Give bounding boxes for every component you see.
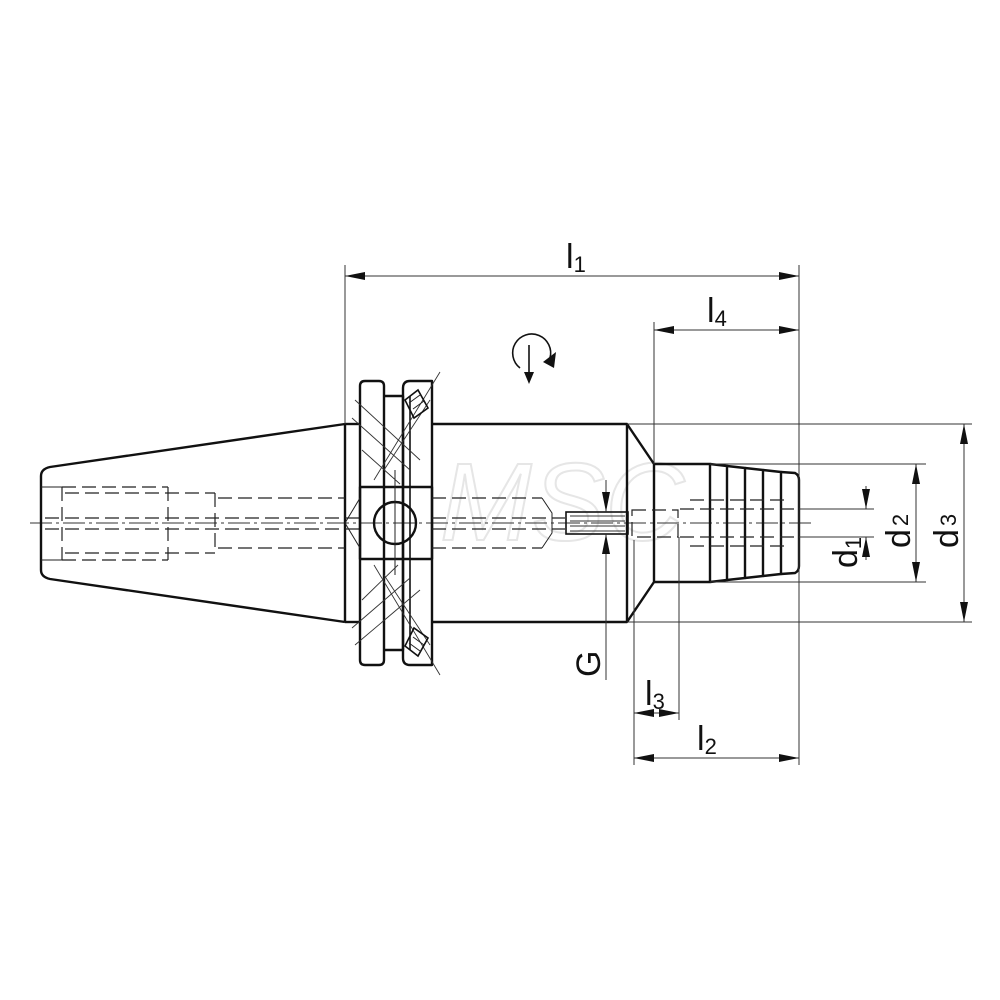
extension-lines [344,265,972,765]
label-l3: l3 [645,675,665,714]
label-d2: d2 [880,514,918,548]
label-l2: l2 [697,720,717,759]
label-d1: d1 [827,537,866,568]
set-screw-top [403,388,430,420]
label-l4: l4 [707,292,727,331]
flange [344,371,441,676]
label-d3: d3 [928,514,966,548]
taper-shank [39,422,360,624]
dimension-lines [345,272,968,762]
shrink-nose [654,462,801,584]
label-l1: l1 [566,238,586,277]
set-screw-bottom [403,626,430,658]
holder-body [432,422,679,624]
watermark: MSC [440,441,686,564]
rotation-direction-icon [511,333,556,384]
label-G: G [570,651,608,677]
